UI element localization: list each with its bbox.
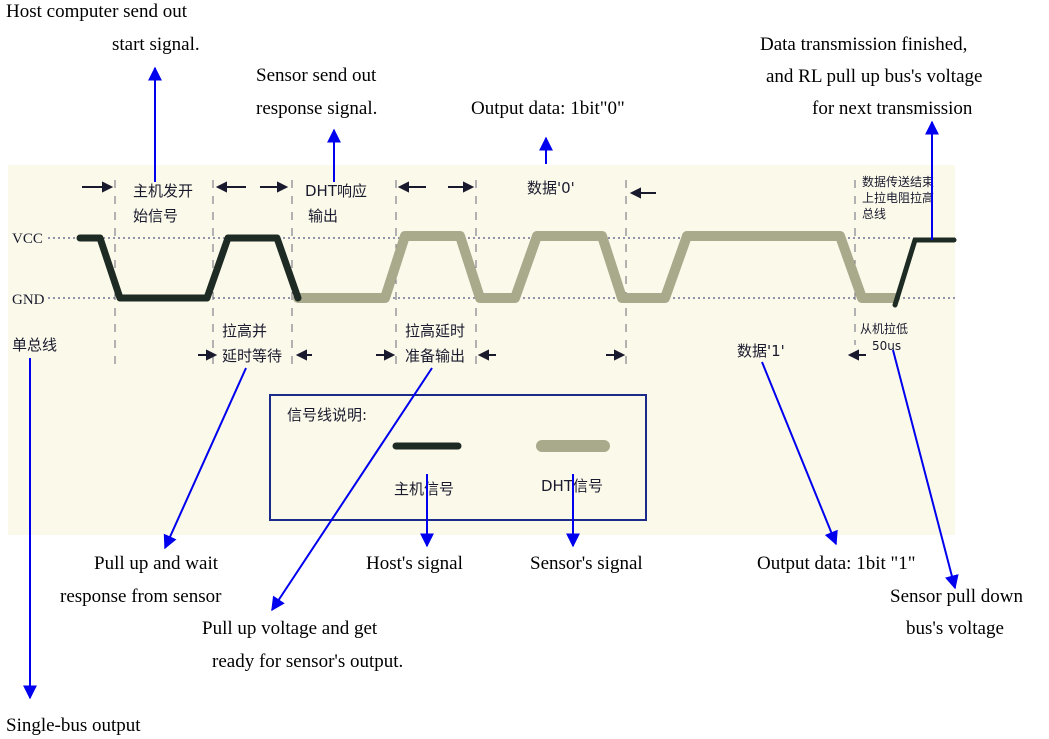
annotation-host-start: Host computer send out [6,1,188,22]
annotation-finish: Data transmission finished, [760,34,967,55]
legend-host-label: 主机信号 [394,480,454,498]
phase-host-start-label: 主机发开 [133,182,193,200]
phase-end-label: 数据传送结束 [862,174,934,189]
phase-data0-label: 数据'0' [527,179,575,197]
host-release-waveform [892,237,957,308]
phase-slave-pull-low-label: 从机拉低 [860,321,908,336]
vcc-label: VCC [12,231,43,247]
arrow-pull-down [892,349,959,590]
phase-data1-label: 数据'1' [737,342,785,360]
host-signal-waveform [76,234,302,302]
single-bus-label: 单总线 [12,336,57,354]
annotation-pull-down: Sensor pull down [890,586,1024,607]
phase-pullup-wait-label-2: 延时等待 [222,347,282,365]
phase-arrows [82,181,866,361]
annotation-sensor-signal: Sensor's signal [530,553,643,574]
phase-dht-response-label-2: 输出 [308,207,338,225]
phase-end-label-2: 上拉电阻拉高 [862,190,934,205]
phase-pullup-ready-label-2: 准备输出 [405,347,465,365]
annotation-finish-3: for next transmission [812,98,973,119]
annotation-output0: Output data: 1bit"0" [471,98,625,119]
arrow-wait [163,367,247,550]
annotation-single-bus: Single-bus output [6,715,141,736]
annotation-output1: Output data: 1bit "1" [757,553,916,574]
annotation-arrows [23,66,959,700]
annotation-finish-2: and RL pull up bus's voltage [766,66,982,87]
annotation-sensor-response-2: response signal. [256,98,377,119]
phase-dht-response-label: DHT响应 [305,182,367,200]
phase-host-start-label-2: 始信号 [133,207,178,225]
arrow-ready [271,367,433,612]
annotation-ready: Pull up voltage and get [202,618,378,639]
annotation-sensor-response: Sensor send out [256,65,377,86]
legend-box [269,394,647,521]
phase-pullup-wait-label: 拉高并 [222,322,267,340]
annotation-wait-2: response from sensor [60,586,222,607]
sensor-signal-waveform [293,231,900,303]
phase-end-label-3: 总线 [862,207,886,221]
annotation-wait: Pull up and wait [94,553,219,574]
annotation-host-start-2: start signal. [112,34,200,55]
gnd-label: GND [12,292,45,308]
phase-50us-label: 50us [872,339,901,353]
annotation-ready-2: ready for sensor's output. [212,651,403,672]
legend-title: 信号线说明: [287,406,367,424]
arrow-output1 [761,361,838,546]
phase-pullup-ready-label: 拉高延时 [405,322,465,340]
phase-separators [114,180,856,365]
annotation-pull-down-2: bus's voltage [906,618,1004,639]
annotation-host-signal: Host's signal [366,553,463,574]
